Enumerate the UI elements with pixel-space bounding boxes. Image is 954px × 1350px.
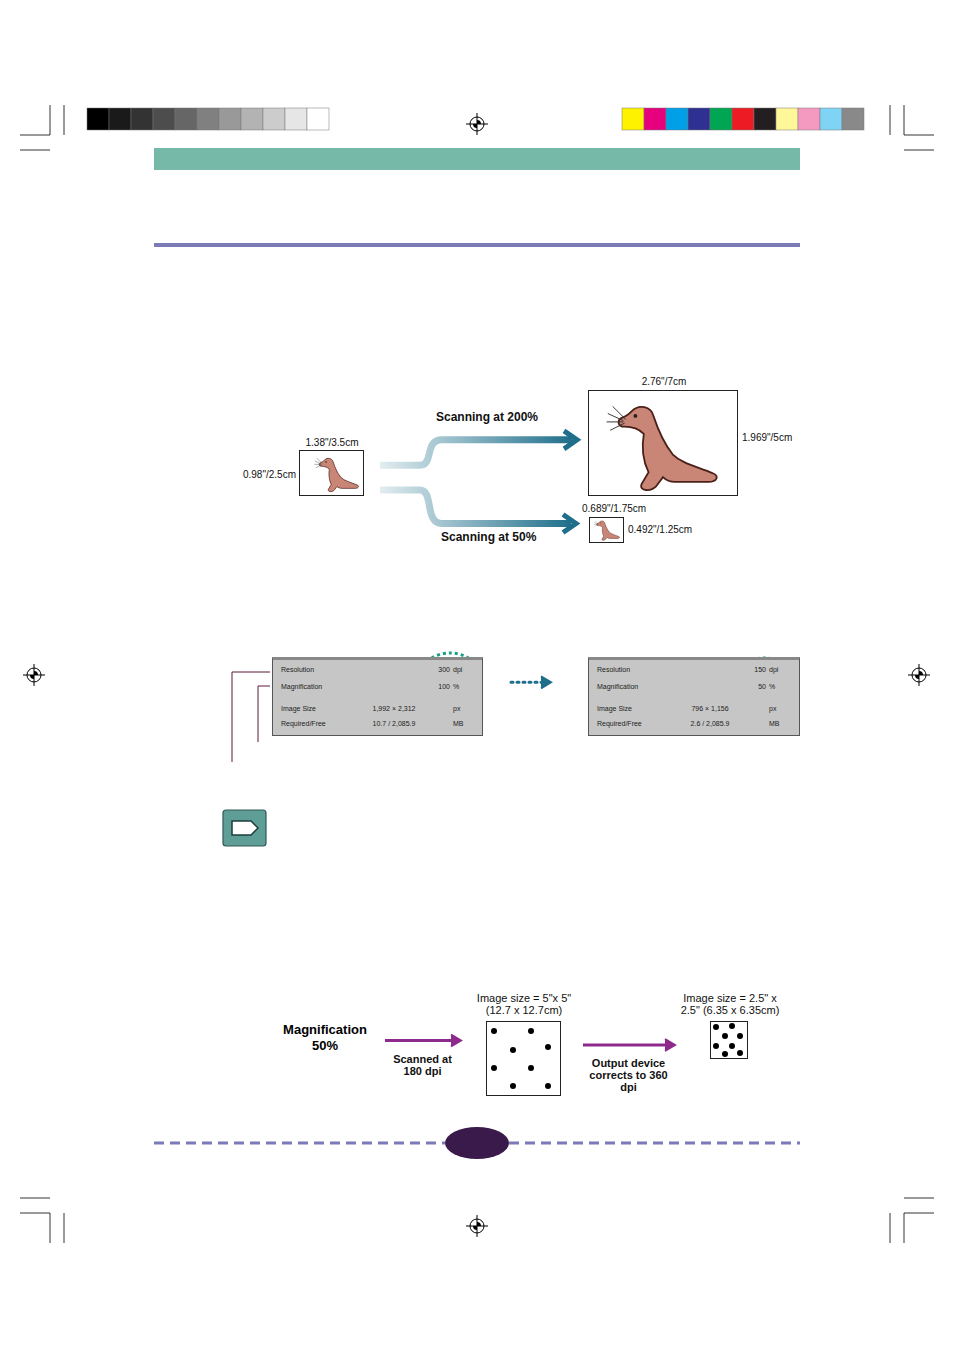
field-text: Image Size xyxy=(597,705,632,712)
flow-arrow xyxy=(511,676,551,688)
flow-arrow xyxy=(380,431,577,465)
image-box: 0.689"/1.75cm0.492"/1.25cm xyxy=(589,517,624,543)
field-text: Image Size xyxy=(281,705,316,712)
field-text: % xyxy=(769,683,775,690)
field-text: % xyxy=(453,683,459,690)
field-text: 1,992 × 2,312 xyxy=(372,705,415,712)
field-text: Resolution xyxy=(281,666,314,673)
dimension-label: 0.492"/1.25cm xyxy=(628,524,692,535)
field-text: 100 xyxy=(438,683,450,690)
size-label: Magnification 50% xyxy=(275,1022,375,1055)
step-label: Magnification 50% xyxy=(275,1022,379,1059)
field-text: 796 × 1,156 xyxy=(691,705,728,712)
field-text: px xyxy=(453,705,460,712)
image-box: 2.76"/7cm1.969"/5cm xyxy=(588,390,738,496)
field-text: 300 xyxy=(438,666,450,673)
field-text: px xyxy=(769,705,776,712)
field-text: 50 xyxy=(758,683,766,690)
dimension-label: 1.38"/3.5cm xyxy=(305,437,358,448)
flow-arrow xyxy=(385,1035,461,1047)
field-text: MB xyxy=(453,720,464,727)
field-text: Magnification xyxy=(597,683,638,690)
dimension-label: 0.689"/1.75cm xyxy=(582,503,646,514)
size-label: Image size = 5"x 5" (12.7 x 12.7cm) xyxy=(468,992,580,1017)
dimension-label: 1.969"/5cm xyxy=(742,432,792,443)
dimension-label: 0.98"/2.5cm xyxy=(243,469,296,480)
field-text: Required/Free xyxy=(597,720,642,727)
arrow-label: Scanning at 200% xyxy=(436,410,538,424)
arrow-label: Scanning at 50% xyxy=(441,530,536,544)
field-text: dpi xyxy=(453,666,462,673)
field-text: 10.7 / 2,085.9 xyxy=(373,720,416,727)
field-text: Resolution xyxy=(597,666,630,673)
field-text: Required/Free xyxy=(281,720,326,727)
size-label: Image size = 2.5" x 2.5" (6.35 x 6.35cm) xyxy=(674,992,786,1017)
image-box: 1.38"/3.5cm0.98"/2.5cm xyxy=(299,450,364,496)
field-text: MB xyxy=(769,720,780,727)
field-text: 2.6 / 2,085.9 xyxy=(691,720,730,727)
image-box: Image size = 2.5" x 2.5" (6.35 x 6.35cm) xyxy=(710,1021,748,1059)
image-box: Image size = 5"x 5" (12.7 x 12.7cm) xyxy=(486,1021,561,1096)
field-text: Magnification xyxy=(281,683,322,690)
flow-arrow xyxy=(380,490,576,532)
field-text: 150 xyxy=(754,666,766,673)
flow-arrow xyxy=(583,1039,675,1051)
dialog-panel: Resolution 300dpiMagnification 100% Image S… xyxy=(272,657,483,736)
dialog-panel: Resolution 150dpiMagnification 50% Image Si… xyxy=(588,657,800,736)
dimension-label: 2.76"/7cm xyxy=(642,376,687,387)
field-text: dpi xyxy=(769,666,778,673)
arrow-label: Scanned at 180 dpi xyxy=(383,1053,463,1077)
arrow-label: Output device corrects to 360 dpi xyxy=(581,1057,677,1093)
